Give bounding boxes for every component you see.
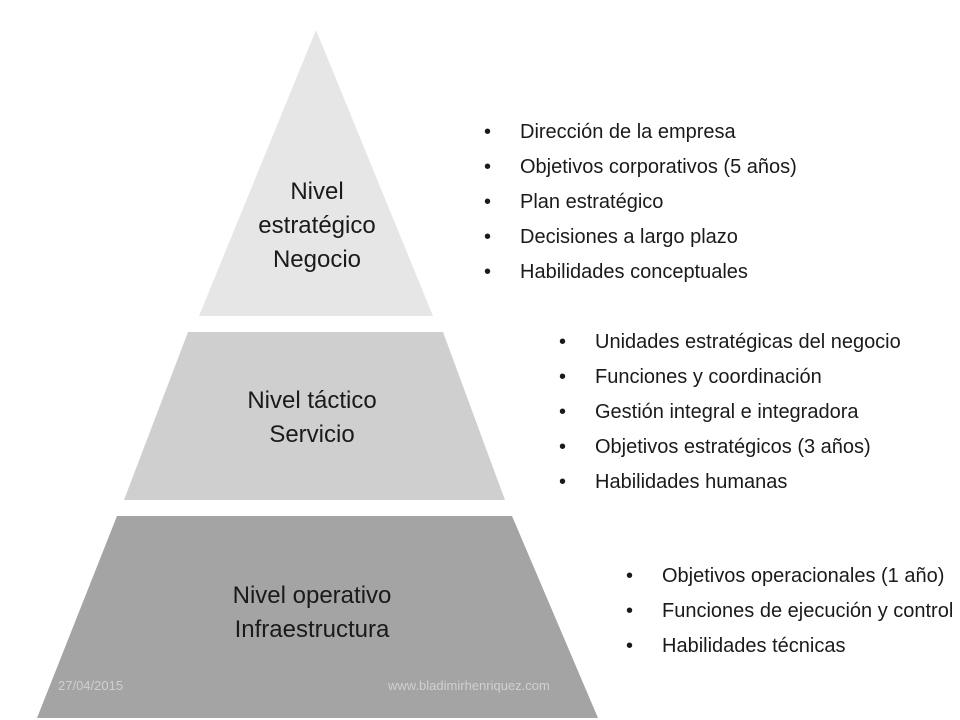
bullet-list-operational: Objetivos operacionales (1 año) Funcione…	[622, 559, 953, 664]
tier-label-line: Infraestructura	[234, 616, 390, 643]
tier-label-line: Nivel	[290, 178, 344, 205]
tier-label-tactical: Nivel táctico Servicio	[192, 384, 432, 452]
pyramid-tier-bottom	[37, 516, 598, 718]
list-item: Habilidades humanas	[555, 465, 901, 500]
tier-label-line: Nivel operativo	[232, 582, 392, 609]
list-item: Gestión integral e integradora	[555, 395, 901, 430]
tier-label-line: estratégico	[258, 212, 376, 239]
tier-label-strategic: Nivel estratégico Negocio	[212, 175, 422, 277]
pyramid-tier-middle	[124, 332, 505, 500]
tier-label-line: Nivel táctico	[247, 387, 377, 414]
list-item: Funciones y coordinación	[555, 360, 901, 395]
pyramid-tier-top	[199, 30, 433, 316]
tier-label-operational: Nivel operativo Infraestructura	[182, 579, 442, 647]
list-item: Unidades estratégicas del negocio	[555, 325, 901, 360]
footer-website: www.bladimirhenriquez.com	[388, 678, 550, 693]
list-item: Funciones de ejecución y control	[622, 594, 953, 629]
list-item: Habilidades técnicas	[622, 629, 953, 664]
list-item: Objetivos corporativos (5 años)	[480, 150, 797, 185]
list-item: Dirección de la empresa	[480, 115, 797, 150]
bullet-list-tactical: Unidades estratégicas del negocio Funcio…	[555, 325, 901, 500]
list-item: Objetivos operacionales (1 año)	[622, 559, 953, 594]
list-item: Decisiones a largo plazo	[480, 220, 797, 255]
footer-date: 27/04/2015	[58, 678, 124, 693]
tier-label-line: Servicio	[269, 421, 355, 448]
list-item: Plan estratégico	[480, 185, 797, 220]
tier-label-line: Negocio	[272, 246, 362, 273]
list-item: Objetivos estratégicos (3 años)	[555, 430, 901, 465]
list-item: Habilidades conceptuales	[480, 255, 797, 290]
bullet-list-strategic: Dirección de la empresa Objetivos corpor…	[480, 115, 797, 290]
